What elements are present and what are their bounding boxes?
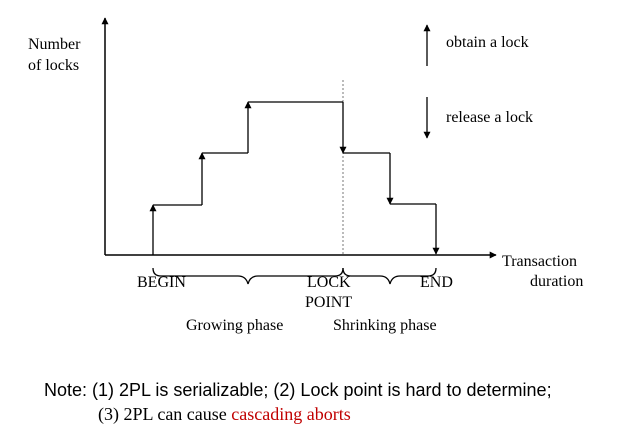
lock-point-label-line1: LOCK: [307, 274, 351, 291]
cascading-aborts-highlight: cascading aborts: [231, 404, 351, 424]
x-axis-label-line1: Transaction: [502, 253, 577, 270]
legend-obtain-label: obtain a lock: [446, 34, 529, 51]
growing-phase-brace: [152, 267, 344, 285]
note-line-2-prefix: (3) 2PL can cause: [98, 404, 232, 424]
note-line-2: (3) 2PL can cause cascading aborts: [98, 404, 351, 425]
y-axis-label-line2: of locks: [28, 57, 79, 74]
end-label: END: [420, 274, 453, 291]
begin-label: BEGIN: [137, 274, 186, 291]
note-line-1: Note: (1) 2PL is serializable; (2) Lock …: [44, 380, 552, 400]
x-axis-label-line2: duration: [530, 273, 583, 290]
y-axis-label-line1: Number: [28, 36, 81, 53]
growing-phase-label: Growing phase: [186, 317, 283, 334]
shrinking-phase-brace: [342, 267, 437, 285]
lock-point-label-line2: POINT: [305, 294, 352, 311]
legend-release-label: release a lock: [446, 109, 533, 126]
shrinking-phase-label: Shrinking phase: [333, 317, 437, 334]
